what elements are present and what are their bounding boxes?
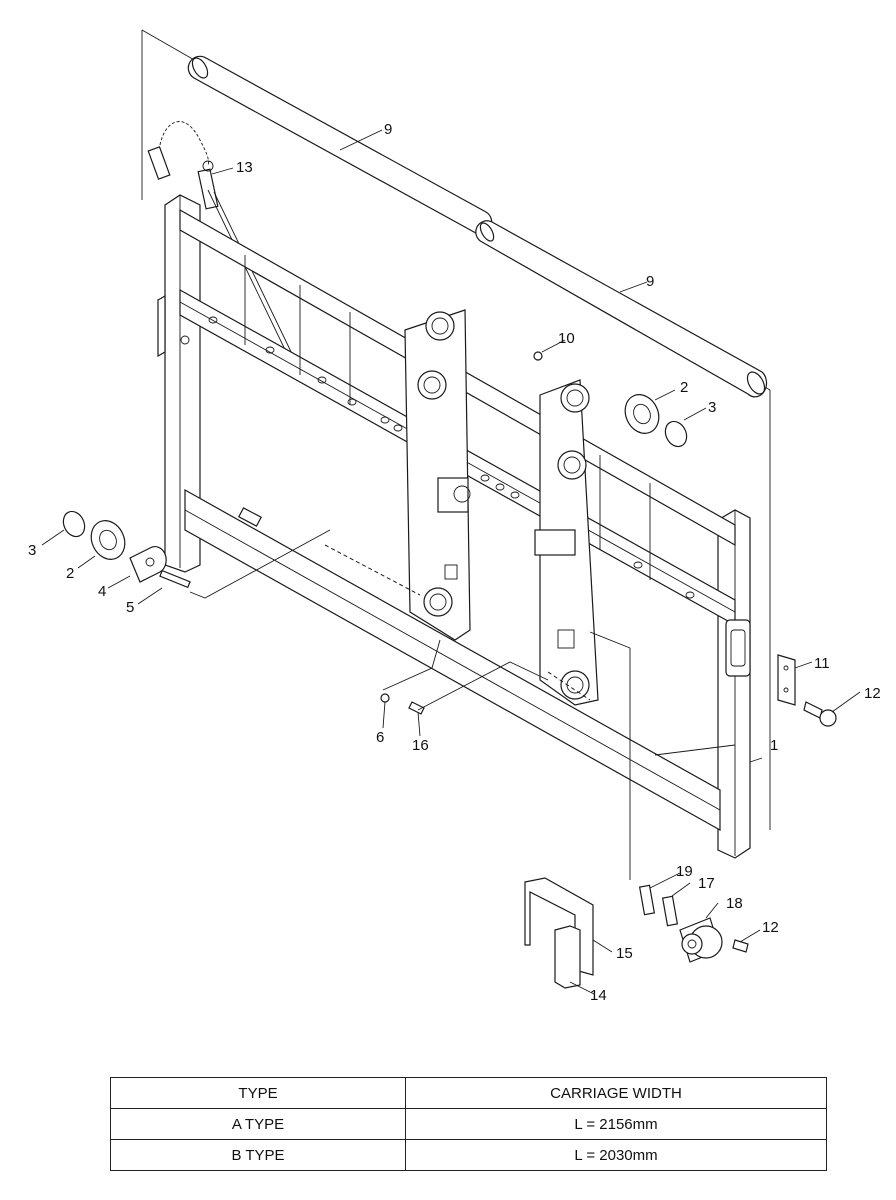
callout-3: 3 xyxy=(28,542,36,559)
callout-16: 16 xyxy=(412,737,429,754)
shaft-lower xyxy=(475,220,768,398)
nut-part-6 xyxy=(380,693,390,703)
table-row: A TYPE L = 2156mm xyxy=(110,1108,827,1140)
grease-nipple-part-16 xyxy=(408,701,425,715)
nut-part-10 xyxy=(533,351,543,361)
callout-5: 5 xyxy=(126,599,134,616)
callout-2: 2 xyxy=(66,565,74,582)
table-cell-type: B TYPE xyxy=(110,1139,406,1171)
callout-13: 13 xyxy=(236,159,253,176)
callout-12: 12 xyxy=(864,685,881,702)
callout-15: 15 xyxy=(616,945,633,962)
plate-part-14 xyxy=(554,925,581,989)
table-header-carriage-width: CARRIAGE WIDTH xyxy=(405,1077,827,1109)
side-block-and-plate xyxy=(725,619,837,727)
center-slider-left xyxy=(404,309,471,641)
callout-18: 18 xyxy=(726,895,743,912)
callout-11: 11 xyxy=(814,655,830,672)
exploded-parts-diagram: 1 2 2 3 3 4 5 6 9 9 10 11 12 12 13 14 15… xyxy=(28,29,881,1004)
chain-pin-assembly xyxy=(147,121,296,361)
table-header-type: TYPE xyxy=(110,1077,406,1109)
right-bearing-assembly xyxy=(624,394,688,448)
shaft-upper xyxy=(187,55,493,235)
shim-part-17 xyxy=(661,895,679,927)
callout-1: 1 xyxy=(770,737,778,754)
carriage-width-table: TYPE CARRIAGE WIDTH A TYPE L = 2156mm B … xyxy=(110,1077,827,1171)
table-row: B TYPE L = 2030mm xyxy=(110,1139,827,1171)
table-header-row: TYPE CARRIAGE WIDTH xyxy=(110,1077,827,1109)
roller-part-18 xyxy=(679,917,723,963)
center-slider-right xyxy=(534,379,599,706)
callout-10: 10 xyxy=(558,330,575,347)
callout-3: 3 xyxy=(708,399,716,416)
callout-19: 19 xyxy=(676,863,693,880)
shim-part-19 xyxy=(638,884,656,916)
callout-17: 17 xyxy=(698,875,715,892)
callout-6: 6 xyxy=(376,729,384,746)
callout-12: 12 xyxy=(762,919,779,936)
callout-9: 9 xyxy=(646,273,654,290)
leader-lines xyxy=(41,129,861,995)
table-cell-type: A TYPE xyxy=(110,1108,406,1140)
bolt-part-12-lower xyxy=(732,939,749,953)
callout-14: 14 xyxy=(590,987,607,1004)
table-cell-width: L = 2030mm xyxy=(405,1139,827,1171)
callout-2: 2 xyxy=(680,379,688,396)
left-bearing-assembly xyxy=(62,510,191,589)
callout-9: 9 xyxy=(384,121,392,138)
table-cell-width: L = 2156mm xyxy=(405,1108,827,1140)
callout-4: 4 xyxy=(98,583,106,600)
